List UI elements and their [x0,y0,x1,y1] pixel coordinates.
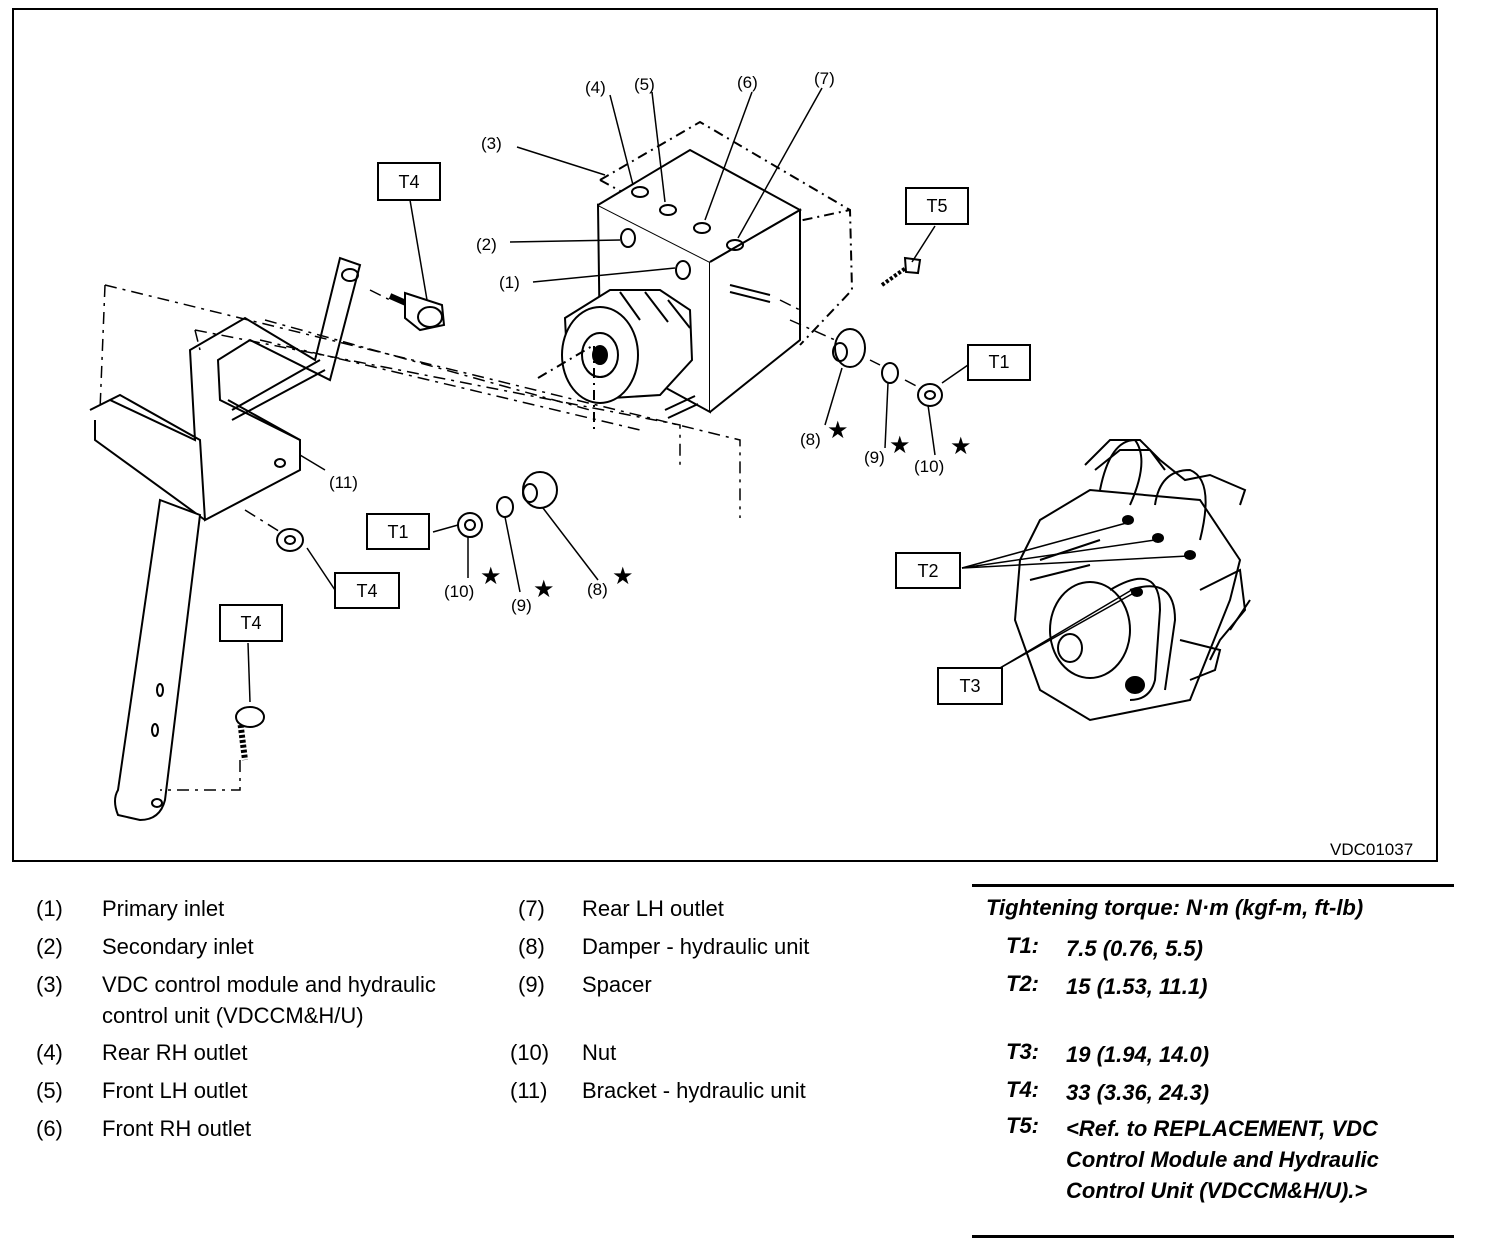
legend-number: (5) [36,1078,63,1103]
legend-text: Bracket - hydraulic unit [582,1078,806,1103]
legend-item: (7) Rear LH outlet [510,890,950,928]
torque-label-t4-bolt: T4 [240,613,261,633]
hydraulic-unit [537,120,854,430]
assembly-lines [99,284,921,791]
legend-item: (8) Damper - hydraulic unit [510,928,950,966]
torque-label-t1-left: T1 [387,522,408,542]
torque-value: 33 (3.36, 24.3) [1066,1080,1210,1105]
callout-7: (7) [814,69,835,88]
star-icon: ★ [950,432,972,460]
torque-value: 7.5 (0.76, 5.5) [1066,936,1203,961]
star-icon: ★ [533,575,555,603]
callout-3: (3) [481,134,502,153]
damper-left [457,471,558,538]
torque-label-t1-right: T1 [988,352,1009,372]
star-icon: ★ [827,416,849,444]
legend-text: Front LH outlet [102,1078,248,1103]
star-icon: ★ [612,562,634,590]
torque-key: T1: [1006,933,1039,958]
callout-9-right: (9) [864,448,885,467]
torque-value: 19 (1.94, 14.0) [1066,1042,1210,1067]
legend-item: (1) Primary inlet [36,890,496,928]
callout-6: (6) [737,73,758,92]
legend-text: Primary inlet [102,896,225,921]
torque-label-t4-nut: T4 [356,581,377,601]
torque-key: T5: [1006,1113,1039,1138]
legend-text: VDC control module and hydraulic control… [102,972,436,1028]
legend-number: (7) [518,896,545,921]
torque-boxes [219,162,1031,705]
legend-text: Rear LH outlet [582,896,724,921]
callout-8-right: (8) [800,430,821,449]
torque-key: T4: [1006,1077,1039,1102]
torque-label-t3: T3 [959,676,980,696]
bolt-top [388,291,446,332]
torque-key: T2: [1006,971,1039,996]
star-icon: ★ [480,562,502,590]
legend-item: (5) Front LH outlet [36,1072,496,1110]
nut-lower-left [276,528,304,552]
torque-value: 15 (1.53, 11.1) [1066,974,1208,999]
legend-number: (11) [510,1078,548,1103]
legend-item: (11) Bracket - hydraulic unit [510,1072,950,1110]
inset-view [1013,438,1251,722]
callout-5: (5) [634,75,655,94]
legend-column-left: (1) Primary inlet (2) Secondary inlet (3) V… [36,890,496,1148]
callout-10-left: (10) [444,582,474,601]
callout-4: (4) [585,78,606,97]
torque-label-t2: T2 [917,561,938,581]
legend-item: (9) Spacer [510,966,950,1034]
callout-11: (11) [329,473,358,492]
legend-text: Spacer [582,972,652,997]
bracket [89,256,362,822]
legend-text: Damper - hydraulic unit [582,934,810,959]
leader-lines [247,87,1189,703]
legend-item: (3) VDC control module and hydraulic cont… [36,966,496,1034]
callout-9-left: (9) [511,596,532,615]
legend-column-middle: (7) Rear LH outlet (8) Damper - hydraulic … [510,890,950,1110]
legend-text: Front RH outlet [102,1116,252,1141]
torque-table: Tightening torque: N·m (kgf-m, ft-lb) T1… [972,884,1454,1238]
legend-number: (9) [518,972,545,997]
legend-number: (1) [36,896,63,921]
callout-8-left: (8) [587,580,608,599]
torque-title: Tightening torque: N·m (kgf-m, ft-lb) [986,895,1364,920]
callout-1: (1) [499,273,520,292]
legend-text: Nut [582,1040,617,1065]
legend-number: (10) [510,1040,550,1065]
legend-item: (6) Front RH outlet [36,1110,496,1148]
legend-number: (3) [36,972,63,997]
bolt-lower [235,706,265,761]
callout-10-right: (10) [914,457,944,476]
legend-number: (2) [36,934,63,959]
diagram-frame [12,8,1438,862]
legend-item: (10) Nut [510,1034,950,1072]
legend-text: Rear RH outlet [102,1040,248,1065]
damper-right [832,328,943,407]
torque-label-t5: T5 [926,196,947,216]
legend-number: (4) [36,1040,63,1065]
callout-2: (2) [476,235,497,254]
legend-text: Secondary inlet [102,934,254,959]
star-icon: ★ [889,431,911,459]
torque-label-t4-top: T4 [398,172,419,192]
exploded-diagram: T4 T5 T1 T1 T4 T4 T2 T3 (4) (5) (6) (7) … [89,69,1413,859]
bolt-t5 [880,256,922,287]
legend-item: (2) Secondary inlet [36,928,496,966]
legend-number: (6) [36,1116,63,1141]
legend-item: (4) Rear RH outlet [36,1034,496,1072]
torque-key: T3: [1006,1039,1039,1064]
torque-value: <Ref. to REPLACEMENT, VDC Control Module… [1066,1116,1379,1203]
legend-number: (8) [518,934,545,959]
figure-id: VDC01037 [1330,840,1413,859]
